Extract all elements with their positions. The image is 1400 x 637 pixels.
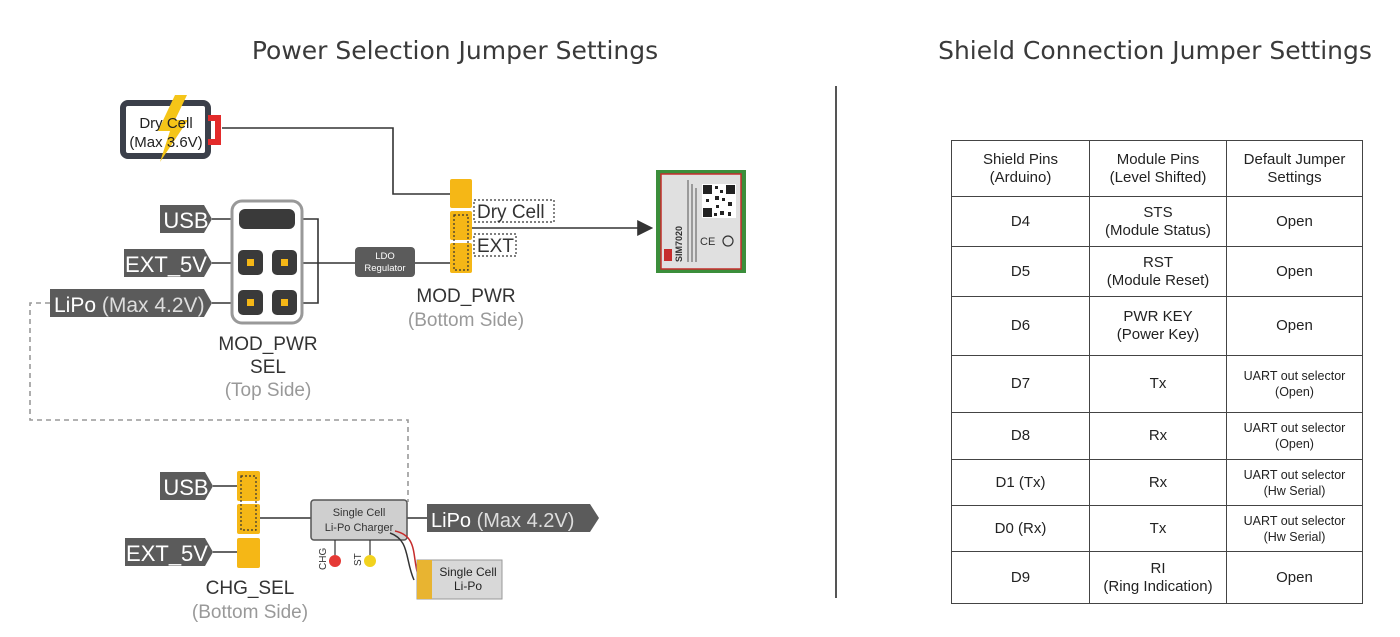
cell-shield-pin: D6: [951, 296, 1090, 356]
ext5v-tag-label: EXT_5V: [125, 252, 207, 277]
table-row: D1 (Tx) Rx UART out selector(Hw Serial): [951, 459, 1363, 506]
chg-sel-bottom-side-label: (Bottom Side): [192, 602, 308, 623]
lipo-tag-label: LiPo: [54, 294, 96, 317]
lipo-battery-label: Single Cell: [439, 565, 496, 579]
top-side-label: (Top Side): [225, 380, 312, 401]
cell-module-pin: PWR KEY(Power Key): [1089, 296, 1227, 356]
section-divider: [835, 86, 837, 598]
cell-setting: Open: [1226, 551, 1363, 604]
header-module-pins: Module Pins(Level Shifted): [1089, 140, 1227, 197]
table-row: D9 RI(Ring Indication) Open: [951, 551, 1363, 604]
st-led-icon: ST: [353, 540, 376, 567]
mod-pwr-sel-label: MOD_PWR: [218, 334, 317, 355]
jumper-settings-table: Shield Pins(Arduino) Module Pins(Level S…: [951, 140, 1363, 604]
cell-setting: UART out selector(Open): [1226, 355, 1363, 413]
table-header-row: Shield Pins(Arduino) Module Pins(Level S…: [951, 140, 1363, 197]
table-row: D7 Tx UART out selector(Open): [951, 355, 1363, 413]
charger-usb-label: USB: [163, 475, 208, 500]
charger-lipo-tag: LiPo (Max 4.2V): [427, 504, 599, 532]
table-row: D4 STS(Module Status) Open: [951, 196, 1363, 247]
svg-text:LiPo (Max 4.2V): LiPo (Max 4.2V): [431, 510, 574, 532]
sim7020-module-icon: SIM7020 CE: [656, 170, 746, 273]
cell-shield-pin: D8: [951, 412, 1090, 460]
lipo-tag-max-label: (Max 4.2V): [96, 294, 205, 317]
charger-label: Single Cell: [333, 507, 386, 519]
ext-jumper-label: EXT: [473, 233, 517, 257]
power-diagram: Dry Cell (Max 3.6V) USB EXT_5V LiPo (Max…: [29, 95, 746, 623]
cell-module-pin: STS(Module Status): [1089, 196, 1227, 247]
shield-section-title: Shield Connection Jumper Settings: [938, 36, 1372, 65]
charger-ext5v-tag: EXT_5V: [125, 538, 213, 566]
cell-setting: Open: [1226, 246, 1363, 297]
ldo-regulator: LDO Regulator: [355, 247, 415, 277]
cell-shield-pin: D1 (Tx): [951, 459, 1090, 506]
mod-pwr-sel-label-2: SEL: [250, 357, 286, 378]
dry-cell-battery-icon: Dry Cell (Max 3.6V): [120, 95, 221, 162]
table-row: D6 PWR KEY(Power Key) Open: [951, 296, 1363, 356]
svg-text:EXT: EXT: [477, 236, 514, 257]
table-row: D0 (Rx) Tx UART out selector(Hw Serial): [951, 505, 1363, 552]
qr-code-icon: [702, 184, 736, 218]
svg-text:Dry Cell: Dry Cell: [477, 202, 545, 223]
ldo-label: LDO: [375, 251, 395, 262]
cell-module-pin: Rx: [1089, 412, 1227, 460]
chg-led-label: CHG: [318, 548, 329, 570]
wires: [212, 127, 654, 553]
cell-setting: Open: [1226, 296, 1363, 356]
table-row: D5 RST(Module Reset) Open: [951, 246, 1363, 297]
chg-sel-jumper: [237, 471, 260, 568]
power-section-title: Power Selection Jumper Settings: [251, 36, 659, 65]
svg-text:LiPo (Max 4.2V): LiPo (Max 4.2V): [54, 294, 205, 317]
charger-ext5v-label: EXT_5V: [126, 541, 208, 566]
table-row: D8 Rx UART out selector(Open): [951, 412, 1363, 460]
cell-setting: UART out selector(Open): [1226, 412, 1363, 460]
cell-module-pin: RI(Ring Indication): [1089, 551, 1227, 604]
mod-pwr-jumper: [450, 179, 472, 273]
dry-cell-label: Dry Cell: [139, 115, 192, 132]
cell-shield-pin: D0 (Rx): [951, 505, 1090, 552]
module-name: SIM7020: [674, 226, 684, 262]
header-shield-pins: Shield Pins(Arduino): [951, 140, 1090, 197]
cell-module-pin: Tx: [1089, 355, 1227, 413]
ldo-label-2: Regulator: [364, 263, 405, 274]
charger-label-2: Li-Po Charger: [325, 522, 394, 534]
mod-pwr-label: MOD_PWR: [416, 286, 515, 307]
dry-cell-max-label: (Max 3.6V): [129, 134, 202, 151]
ce-mark-icon: CE: [700, 236, 715, 248]
cell-setting: UART out selector(Hw Serial): [1226, 459, 1363, 506]
mod-pwr-bottom-side-label: (Bottom Side): [408, 310, 524, 331]
ext5v-tag: EXT_5V: [124, 249, 212, 277]
chg-led-icon: CHG: [318, 540, 341, 570]
dry-cell-jumper-label: Dry Cell: [473, 199, 555, 223]
cell-module-pin: RST(Module Reset): [1089, 246, 1227, 297]
cell-shield-pin: D9: [951, 551, 1090, 604]
cell-shield-pin: D5: [951, 246, 1090, 297]
lipo-charger-ic: Single Cell Li-Po Charger: [310, 499, 408, 541]
chg-sel-label: CHG_SEL: [206, 578, 295, 599]
lipo-tag: LiPo (Max 4.2V): [50, 289, 212, 317]
lipo-battery-icon: Single Cell Li-Po: [416, 559, 503, 600]
mod-pwr-sel-jumper: [230, 199, 304, 325]
charger-usb-tag: USB: [160, 472, 213, 500]
usb-tag-label: USB: [163, 208, 208, 233]
usb-tag: USB: [160, 205, 212, 233]
st-led-label: ST: [353, 553, 364, 566]
cell-setting: UART out selector(Hw Serial): [1226, 505, 1363, 552]
cell-setting: Open: [1226, 196, 1363, 247]
cell-module-pin: Tx: [1089, 505, 1227, 552]
lipo-battery-label-2: Li-Po: [454, 579, 482, 593]
cell-shield-pin: D7: [951, 355, 1090, 413]
lipo-dashed-link: [29, 302, 409, 502]
charger-lipo-max-label: (Max 4.2V): [471, 510, 574, 532]
charger-lipo-label: LiPo: [431, 510, 471, 532]
cell-shield-pin: D4: [951, 196, 1090, 247]
cell-module-pin: Rx: [1089, 459, 1227, 506]
